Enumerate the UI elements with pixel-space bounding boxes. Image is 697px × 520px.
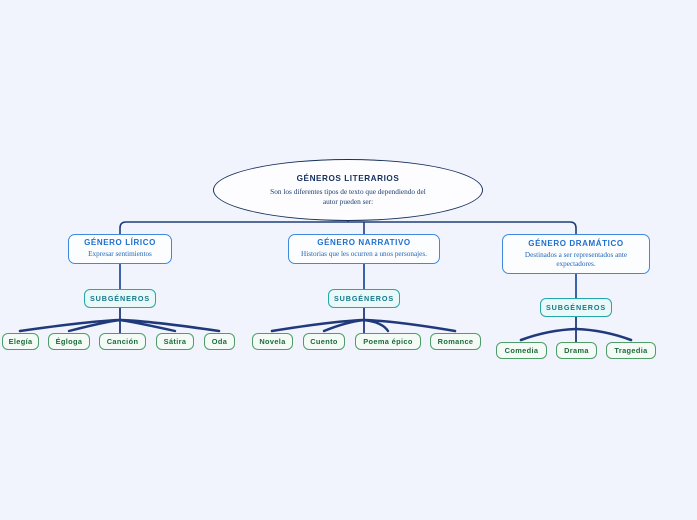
leaf-label-romance: Romance bbox=[437, 337, 474, 346]
leaf-label-tragedia: Tragedia bbox=[614, 346, 648, 355]
genre-description-dramatico-line1: Destinados a ser representados ante bbox=[524, 250, 628, 259]
leaf-label-novela: Novela bbox=[259, 337, 286, 346]
leaf-node-tragedia[interactable]: Tragedia bbox=[606, 342, 656, 359]
leaf-node-elegia[interactable]: Elegía bbox=[2, 333, 39, 350]
leaf-label-drama: Drama bbox=[564, 346, 589, 355]
root-description: Son los diferentes tipos de texto que de… bbox=[270, 187, 426, 207]
leaf-label-cuento: Cuento bbox=[310, 337, 338, 346]
genre-node-narrativo[interactable]: GÉNERO NARRATIVO Historias que les ocurr… bbox=[288, 234, 440, 264]
leaf-label-egloga: Égloga bbox=[55, 337, 83, 346]
genre-description-narrativo: Historias que les ocurren a unos persona… bbox=[301, 250, 427, 259]
leaf-node-satira[interactable]: Sátira bbox=[156, 333, 194, 350]
genre-description-lirico: Expresar sentimientos bbox=[88, 250, 152, 259]
subgenres-label-dramatico: SUBGÉNEROS bbox=[545, 303, 607, 312]
genre-title-narrativo: GÉNERO NARRATIVO bbox=[317, 238, 411, 248]
leaf-node-oda[interactable]: Oda bbox=[204, 333, 235, 350]
leaf-label-poema-epico: Poema épico bbox=[363, 337, 413, 346]
genre-title-dramatico: GÉNERO DRAMÁTICO bbox=[528, 238, 624, 248]
leaf-node-romance[interactable]: Romance bbox=[430, 333, 481, 350]
leaf-label-satira: Sátira bbox=[163, 337, 187, 346]
leaf-node-comedia[interactable]: Comedia bbox=[496, 342, 547, 359]
subgenres-label-narrativo: SUBGÉNEROS bbox=[333, 294, 395, 303]
subgenres-label-lirico: SUBGÉNEROS bbox=[89, 294, 151, 303]
subgenres-node-dramatico[interactable]: SUBGÉNEROS bbox=[540, 298, 612, 317]
subgenres-node-narrativo[interactable]: SUBGÉNEROS bbox=[328, 289, 400, 308]
leaf-node-poema-epico[interactable]: Poema épico bbox=[355, 333, 421, 350]
root-title: GÉNEROS LITERARIOS bbox=[296, 173, 400, 183]
root-description-line1: Son los diferentes tipos de texto que de… bbox=[270, 186, 426, 196]
leaf-label-oda: Oda bbox=[211, 337, 228, 346]
leaf-node-novela[interactable]: Novela bbox=[252, 333, 293, 350]
genre-node-lirico[interactable]: GÉNERO LÍRICO Expresar sentimientos bbox=[68, 234, 172, 264]
leaf-node-egloga[interactable]: Égloga bbox=[48, 333, 90, 350]
leaf-node-drama[interactable]: Drama bbox=[556, 342, 597, 359]
genre-description-dramatico: Destinados a ser representados ante expe… bbox=[525, 251, 627, 270]
leaf-node-cancion[interactable]: Canción bbox=[99, 333, 146, 350]
leaf-label-cancion: Canción bbox=[106, 337, 139, 346]
leaf-node-cuento[interactable]: Cuento bbox=[303, 333, 345, 350]
root-node[interactable]: GÉNEROS LITERARIOS Son los diferentes ti… bbox=[213, 159, 483, 221]
genre-description-dramatico-line2: expectadores. bbox=[556, 260, 596, 268]
genre-node-dramatico[interactable]: GÉNERO DRAMÁTICO Destinados a ser repres… bbox=[502, 234, 650, 274]
root-description-line2: autor pueden ser: bbox=[322, 196, 374, 206]
subgenres-node-lirico[interactable]: SUBGÉNEROS bbox=[84, 289, 156, 308]
leaf-label-elegia: Elegía bbox=[8, 337, 33, 346]
leaf-label-comedia: Comedia bbox=[504, 346, 539, 355]
genre-title-lirico: GÉNERO LÍRICO bbox=[84, 238, 156, 248]
